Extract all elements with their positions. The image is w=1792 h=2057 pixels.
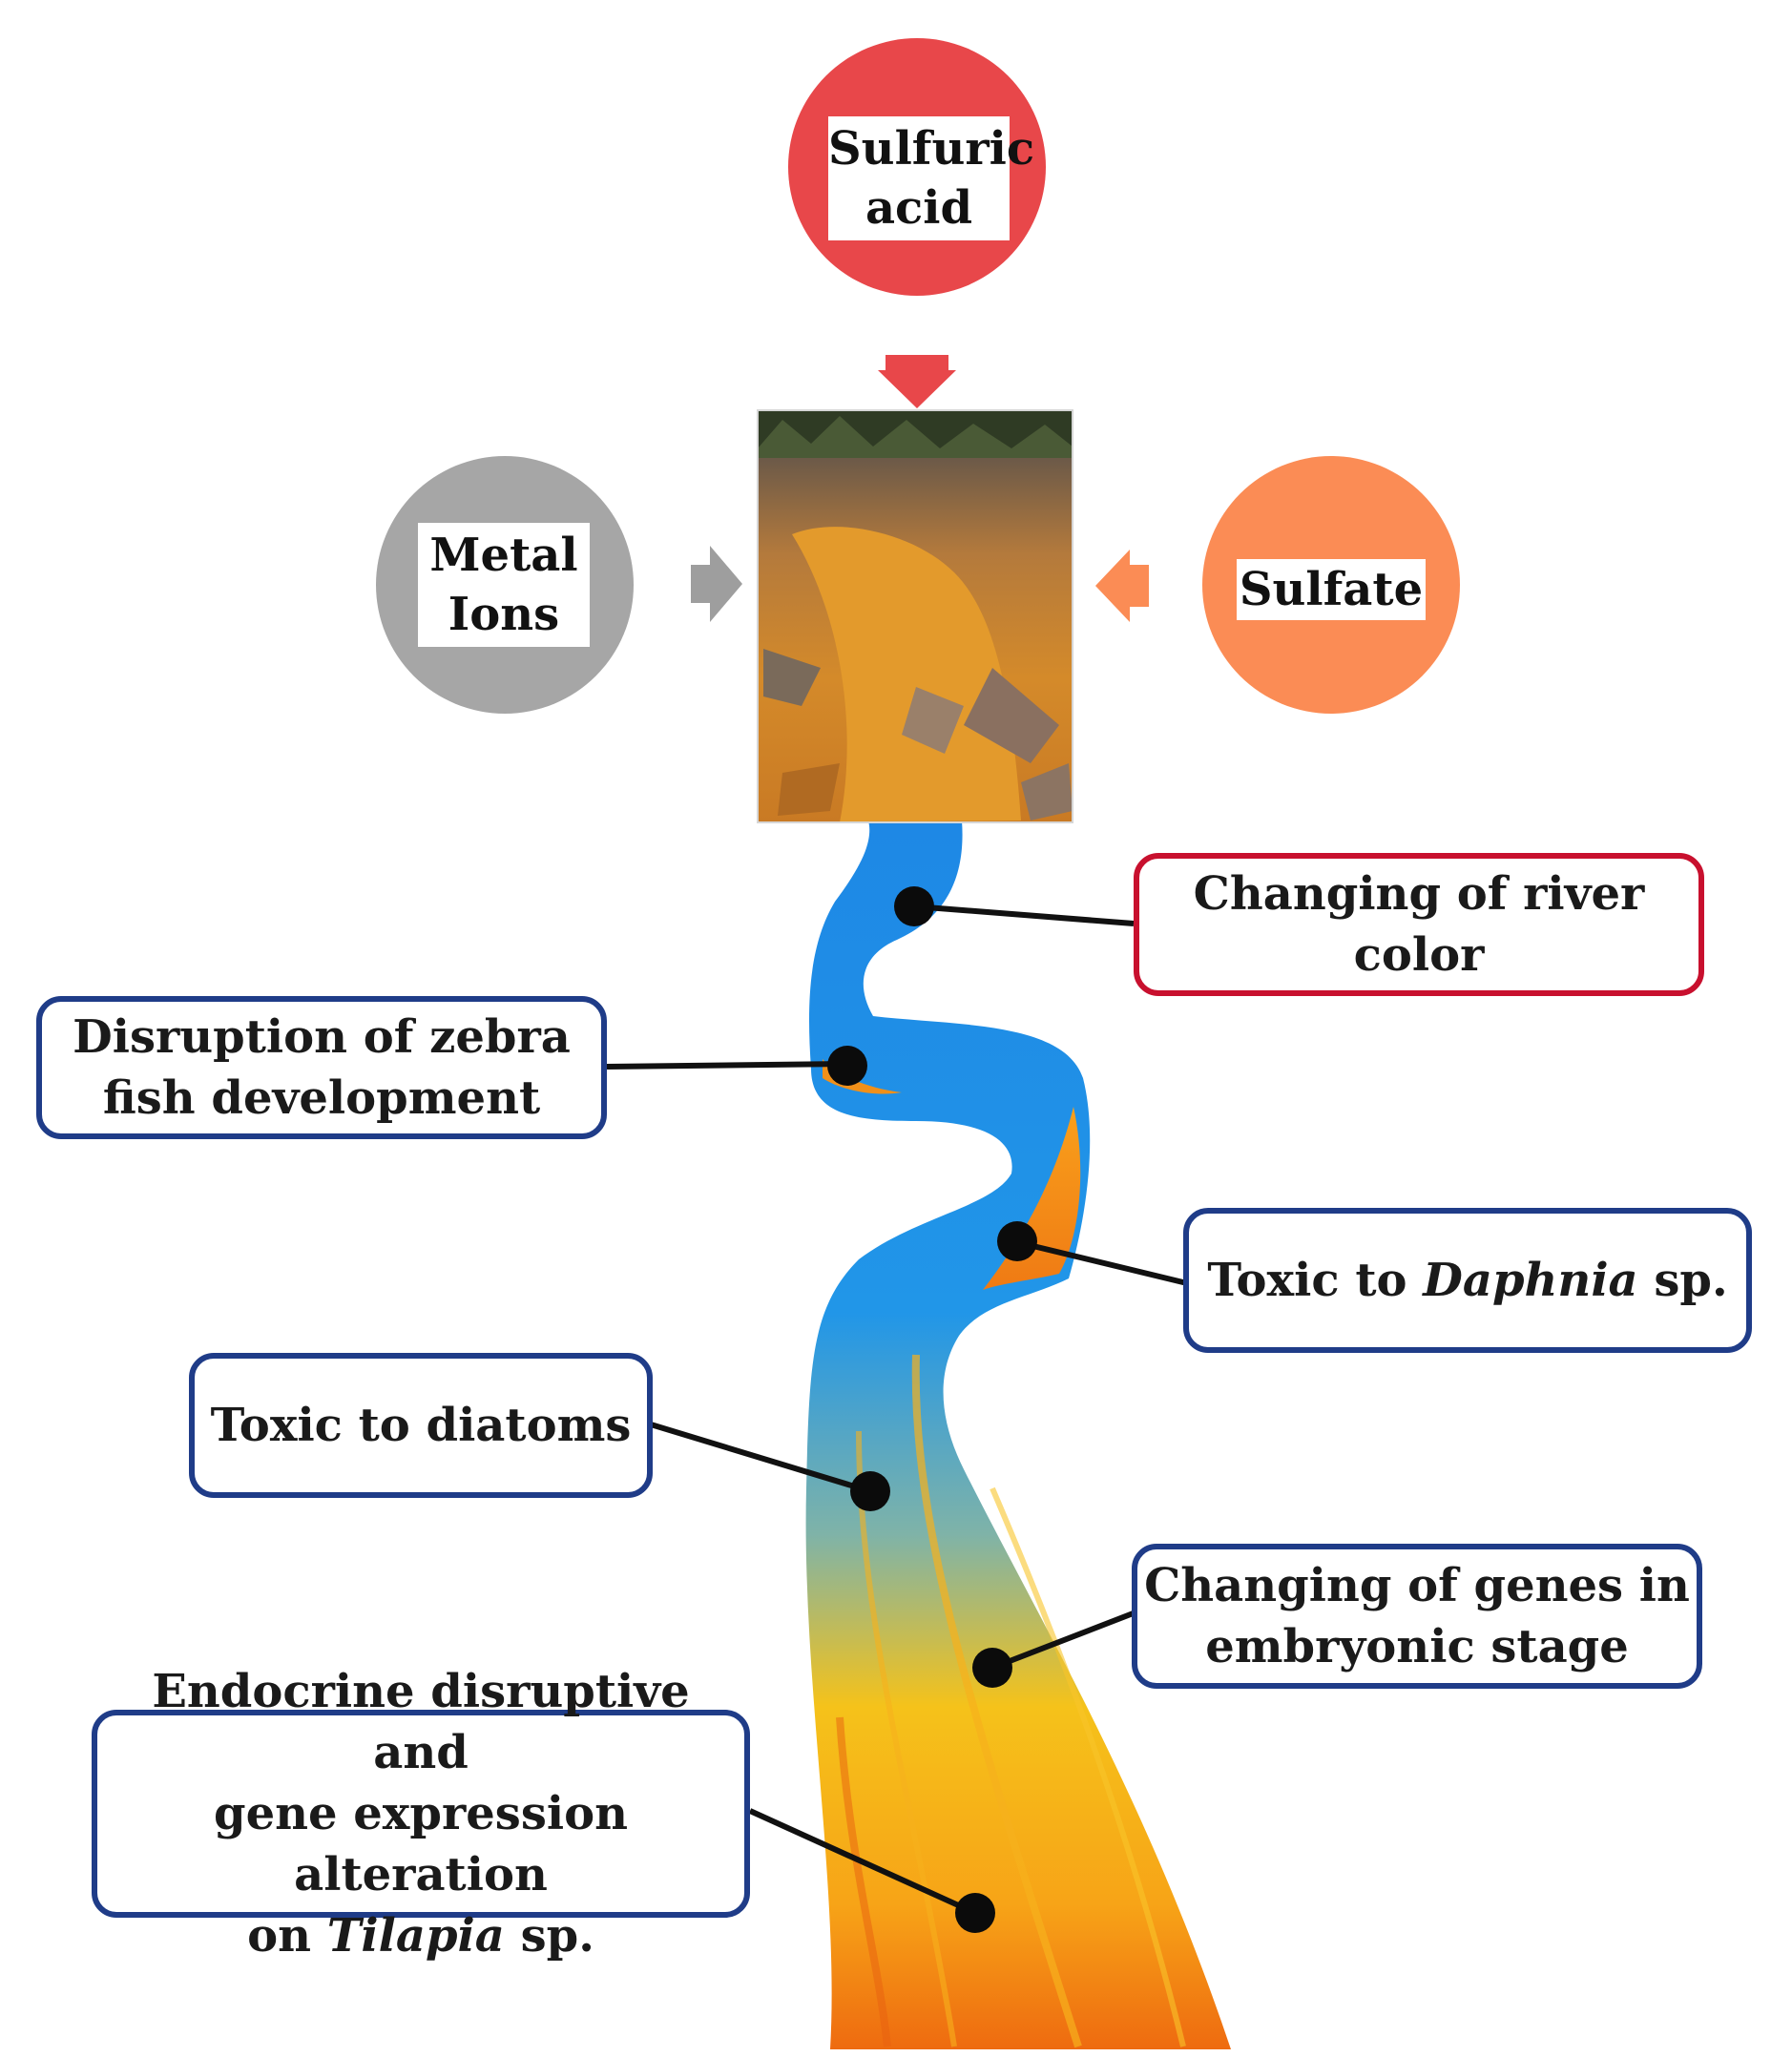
marker-dot-genes <box>972 1648 1012 1688</box>
effect-tilapia-line3-prefix: on <box>247 1909 327 1963</box>
marker-dot-tilapia <box>955 1893 995 1933</box>
metal-ions-label: Metal Ions <box>418 523 590 647</box>
effect-tilapia-line3: on Tilapia sp. <box>247 1905 594 1966</box>
effect-zebrafish-line1: Disruption of zebra <box>73 1010 571 1064</box>
effect-diatoms: Toxic to diatoms <box>189 1353 653 1498</box>
effect-zebrafish-line2: fish development <box>102 1071 541 1125</box>
effect-daphnia-text: Toxic to Daphnia sp. <box>1207 1250 1727 1311</box>
metal-ions-line2: Ions <box>448 588 560 641</box>
effect-genes: Changing of genes in embryonic stage <box>1132 1544 1702 1689</box>
river-flow-line-4 <box>836 1716 891 2047</box>
effect-genes-line1: Changing of genes in <box>1144 1559 1690 1612</box>
river-flow-line-1 <box>911 1354 1082 2048</box>
river-flow-line-2 <box>856 1430 957 2047</box>
effect-zebrafish: Disruption of zebra fish development <box>36 996 607 1139</box>
river-streak-bend <box>983 1107 1081 1290</box>
effect-daphnia-prefix: Toxic to <box>1207 1254 1424 1307</box>
effect-tilapia-line2: gene expression alteration <box>214 1787 628 1901</box>
arrow-left-orange <box>1095 550 1149 622</box>
mine-drainage-photo <box>757 409 1073 823</box>
effect-genes-line2: embryonic stage <box>1205 1620 1629 1673</box>
effect-river-color-line1: Changing of river <box>1193 867 1645 921</box>
marker-dot-daphnia <box>997 1221 1037 1261</box>
effect-diatoms-text: Toxic to diatoms <box>210 1399 632 1452</box>
leader-line-daphnia <box>1016 1239 1188 1286</box>
marker-dot-zebrafish <box>827 1046 867 1086</box>
arrow-down-red <box>878 355 956 408</box>
effect-tilapia-line3-suffix: sp. <box>504 1909 594 1963</box>
metal-ions-line1: Metal <box>429 529 578 582</box>
marker-dot-diatoms <box>850 1471 890 1511</box>
effect-tilapia-line1: Endocrine disruptive and <box>152 1665 690 1779</box>
arrow-right-gray <box>691 546 742 622</box>
effect-tilapia-line3-italic: Tilapia <box>326 1909 505 1963</box>
sulfate-label: Sulfate <box>1237 559 1426 620</box>
effect-river-color-line2: color <box>1353 928 1485 982</box>
river <box>805 821 1231 2049</box>
leader-line-tilapia <box>748 1808 977 1916</box>
effect-daphnia-italic: Daphnia <box>1423 1254 1638 1307</box>
leader-line-genes <box>990 1610 1137 1671</box>
effect-tilapia: Endocrine disruptive and gene expression… <box>92 1665 750 1963</box>
river-flow-line-3 <box>990 1486 1186 2047</box>
leader-line-zebrafish <box>606 1061 848 1070</box>
sulfuric-acid-label: Sulfuric acid <box>828 116 1035 240</box>
effect-daphnia-suffix: sp. <box>1637 1254 1728 1307</box>
sulfuric-acid-line1: Sulfuric <box>828 122 1035 176</box>
sulfate-text: Sulfate <box>1239 563 1424 616</box>
effect-river-color: Changing of river color <box>1134 853 1704 996</box>
marker-dot-river-color <box>894 886 934 926</box>
leader-line-diatoms <box>650 1422 871 1494</box>
leader-line-river-color <box>913 904 1135 926</box>
effect-daphnia: Toxic to Daphnia sp. <box>1183 1208 1752 1353</box>
sulfuric-acid-line2: acid <box>865 181 973 235</box>
